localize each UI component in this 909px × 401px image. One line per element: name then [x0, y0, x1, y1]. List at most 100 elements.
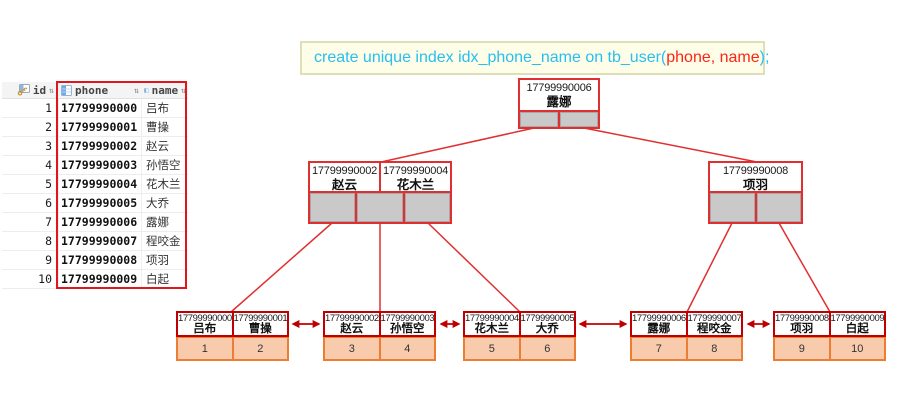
- leaf-row-id: 6: [518, 338, 575, 359]
- table-cell-name[interactable]: 露娜: [141, 213, 188, 231]
- btree-leaf-node: 17799990006 露娜 17799990007 程咬金 7 8: [630, 311, 743, 361]
- column-header-phone[interactable]: phone ⇅: [58, 82, 141, 98]
- table-cell-phone[interactable]: 17799990001: [58, 118, 141, 136]
- pointer-cell: [754, 193, 801, 222]
- btree-root-node: 17799990006 露娜: [518, 78, 600, 129]
- leaf-entry: 17799990004 花木兰: [465, 313, 519, 335]
- btree-leaf-node: 17799990000 吕布 17799990001 曹操 1 2: [176, 311, 289, 361]
- leaf-name: 露娜: [647, 323, 671, 335]
- table-cell-name[interactable]: 赵云: [141, 137, 188, 155]
- leaf-row-id: 9: [798, 342, 805, 355]
- table-cell-phone[interactable]: 17799990008: [58, 251, 141, 269]
- pointer-cell: [310, 193, 356, 222]
- table-cell-id[interactable]: 10: [38, 272, 52, 286]
- column-header-name[interactable]: name ⇅: [141, 82, 188, 98]
- table-cell-phone[interactable]: 17799990002: [58, 137, 141, 155]
- table-cell-name[interactable]: 曹操: [141, 118, 188, 136]
- column-header-id[interactable]: id ⇅: [2, 82, 58, 98]
- leaf-entry: 17799990007 程咬金: [685, 313, 742, 335]
- leaf-phone: 17799990007: [687, 313, 742, 324]
- table-cell-id[interactable]: 9: [45, 253, 52, 267]
- leaf-entry: 17799990003 孙悟空: [378, 313, 435, 335]
- table-cell-id[interactable]: 1: [45, 101, 52, 115]
- leaf-row-id: 2: [231, 338, 288, 359]
- btree-leaf-node: 17799990004 花木兰 17799990005 大乔 5 6: [463, 311, 576, 361]
- leaf-name: 花木兰: [474, 323, 510, 335]
- table-cell-name[interactable]: 花木兰: [141, 175, 188, 193]
- table-row: 9 17799990008 项羽: [2, 251, 188, 270]
- db-table: id ⇅ phone ⇅ nam: [2, 82, 188, 289]
- node-key: 17799990006 露娜: [520, 80, 598, 110]
- leaf-row-id: 8: [685, 338, 742, 359]
- table-cell-id[interactable]: 3: [45, 139, 52, 153]
- column-icon: [144, 87, 149, 93]
- leaf-phone: 17799990009: [830, 313, 885, 324]
- table-cell-phone[interactable]: 17799990000: [58, 99, 141, 117]
- node-key: 17799990004 花木兰: [379, 163, 450, 191]
- column-icon: [61, 84, 72, 96]
- leaf-phone: 17799990008: [775, 313, 829, 324]
- btree-leaf-node: 17799990008 项羽 17799990009 白起 9 10: [773, 311, 886, 361]
- table-cell-id[interactable]: 4: [45, 158, 52, 172]
- pointer-cell: [558, 112, 598, 127]
- column-header-label: id: [32, 83, 47, 97]
- sort-toggle-icon[interactable]: ⇅: [49, 85, 54, 95]
- table-row: 2 17799990001 曹操: [2, 118, 188, 137]
- leaf-phone: 17799990001: [233, 313, 288, 324]
- leaf-name: 项羽: [790, 323, 814, 335]
- pointer-cell: [710, 193, 755, 222]
- btree-leaf-node: 17799990002 赵云 17799990003 孙悟空 3 4: [323, 311, 436, 361]
- leaf-phone: 17799990000: [178, 313, 232, 324]
- leaf-entry: 17799990009 白起: [828, 313, 885, 335]
- leaf-phone: 17799990005: [520, 313, 575, 324]
- table-cell-id[interactable]: 5: [45, 177, 52, 191]
- table-cell-name[interactable]: 孙悟空: [141, 156, 188, 174]
- table-cell-id[interactable]: 2: [45, 120, 52, 134]
- table-cell-phone[interactable]: 17799990009: [58, 270, 141, 288]
- table-cell-name[interactable]: 吕布: [141, 99, 188, 117]
- leaf-name: 程咬金: [697, 323, 732, 335]
- key-phone: 17799990006: [526, 82, 592, 94]
- leaf-entry: 17799990000 吕布: [178, 313, 232, 335]
- table-cell-phone[interactable]: 17799990005: [58, 194, 141, 212]
- table-cell-name[interactable]: 白起: [141, 270, 188, 288]
- table-cell-phone[interactable]: 17799990007: [58, 232, 141, 250]
- table-cell-phone[interactable]: 17799990003: [58, 156, 141, 174]
- table-row: 5 17799990004 花木兰: [2, 175, 188, 194]
- column-header-label: phone: [75, 83, 109, 97]
- table-cell-id[interactable]: 6: [45, 196, 52, 210]
- column-header-label: name: [151, 83, 179, 97]
- table-cell-name[interactable]: 程咬金: [141, 232, 188, 250]
- leaf-name: 曹操: [248, 323, 272, 335]
- btree-internal-node-left: 17799990002 赵云 17799990004 花木兰: [308, 161, 452, 224]
- table-cell-name[interactable]: 大乔: [141, 194, 188, 212]
- sort-toggle-icon[interactable]: ⇅: [181, 85, 186, 95]
- sort-toggle-icon[interactable]: ⇅: [134, 85, 139, 95]
- leaf-entry: 17799990002 赵云: [325, 313, 379, 335]
- table-cell-name[interactable]: 项羽: [141, 251, 188, 269]
- leaf-entry: 17799990005 大乔: [518, 313, 575, 335]
- leaf-row-id: 7: [655, 342, 662, 355]
- table-cell-phone[interactable]: 17799990006: [58, 213, 141, 231]
- sql-statement-prefix: create unique index idx_phone_name on tb…: [314, 49, 667, 66]
- table-cell-id[interactable]: 7: [45, 215, 52, 229]
- table-row: 1 17799990000 吕布: [2, 99, 188, 118]
- sql-statement-suffix: );: [759, 49, 770, 66]
- leaf-row-id: 10: [828, 338, 885, 359]
- leaf-phone: 17799990004: [465, 313, 519, 324]
- table-row: 10 17799990009 白起: [2, 270, 188, 289]
- leaf-name: 赵云: [340, 323, 364, 335]
- table-cell-id[interactable]: 8: [45, 234, 52, 248]
- leaf-phone: 17799990006: [632, 313, 686, 324]
- node-key: 17799990002 赵云: [310, 163, 379, 191]
- leaf-name: 吕布: [193, 323, 217, 335]
- leaf-row-id: 3: [348, 342, 355, 355]
- key-phone: 17799990004: [382, 165, 449, 177]
- key-name: 花木兰: [396, 178, 435, 191]
- table-cell-phone[interactable]: 17799990004: [58, 175, 141, 193]
- table-row: 8 17799990007 程咬金: [2, 232, 188, 251]
- key-name: 赵云: [331, 178, 357, 191]
- leaf-phone: 17799990003: [380, 313, 435, 324]
- sql-index-columns: phone, name: [666, 49, 760, 66]
